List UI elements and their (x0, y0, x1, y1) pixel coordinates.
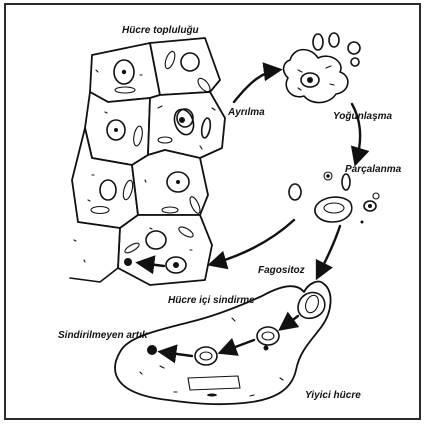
cell-6 (132, 150, 208, 215)
apoptotic-body (342, 174, 350, 190)
label-cell-group: Hücre topluluğu (122, 25, 199, 36)
bleb (329, 33, 339, 47)
label-condensation: Yoğunlaşma (333, 111, 393, 122)
undigested-residue-dot (147, 345, 157, 355)
cell-7 (118, 215, 212, 285)
fragmentation-stage (289, 172, 379, 224)
label-undigested-residue: Sindirilmeyen artık (58, 330, 148, 341)
bleb (313, 34, 323, 50)
digested-body (124, 258, 132, 266)
label-phagocytosis: Fagositoz (258, 265, 305, 276)
condensation-stage (284, 33, 360, 103)
bleb (348, 42, 360, 54)
cell-3 (85, 92, 150, 165)
label-phagocyte: Yiyici hücre (305, 390, 361, 401)
label-intracellular-digestion: Hücre içi sindirme (168, 295, 255, 306)
bleb (351, 58, 359, 66)
cell-8-partial (70, 222, 120, 282)
cell-dying (148, 92, 225, 158)
apoptotic-body (289, 184, 301, 200)
apoptotic-body (373, 193, 379, 199)
label-fragmentation: Parçalanma (345, 164, 402, 175)
arrow-separation (234, 70, 278, 102)
apoptotic-body-large (315, 197, 352, 222)
arrow-to-phagocytosis (318, 226, 340, 276)
condensed-cell (284, 50, 348, 103)
cell-group (70, 38, 225, 285)
arrow-to-intracellular-digestion (212, 220, 294, 264)
label-separation: Ayrılma (227, 107, 265, 118)
